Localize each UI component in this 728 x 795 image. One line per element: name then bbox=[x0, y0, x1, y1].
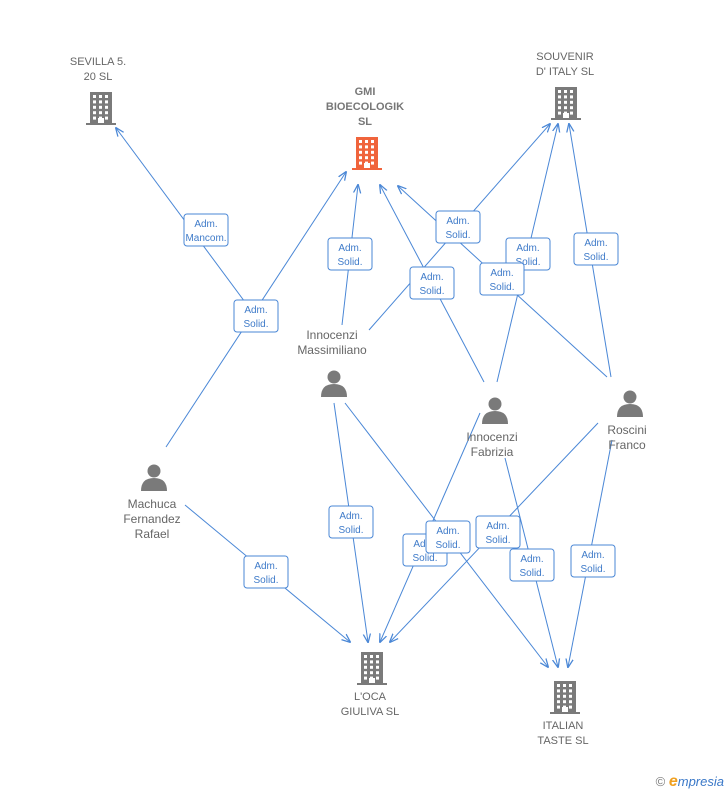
brand-watermark: © empresia bbox=[656, 773, 724, 791]
building-icon-souvenir[interactable] bbox=[551, 87, 581, 120]
edge-label-text: Adm.Solid. bbox=[485, 521, 510, 546]
edge-labels-layer: Adm.Mancom.Adm.Solid.Adm.Solid.Adm.Solid… bbox=[183, 210, 619, 589]
edge-label-text: Adm.Solid. bbox=[419, 272, 444, 297]
edge-label-text: Adm.Solid. bbox=[580, 550, 605, 575]
edge-label-text: Adm.Solid. bbox=[445, 216, 470, 241]
edge-label-fabrizia-gmi[interactable]: Adm.Solid. bbox=[409, 266, 455, 300]
edge-label-roscini-gmi[interactable]: Adm.Solid. bbox=[479, 262, 525, 296]
edge-label-massimiliano-italian[interactable]: Adm.Solid. bbox=[425, 520, 471, 554]
edge-label-text: Adm.Solid. bbox=[435, 526, 460, 551]
edge-label-roscini-italian[interactable]: Adm.Solid. bbox=[570, 544, 616, 578]
edge-label-massimiliano-loca[interactable]: Adm.Solid. bbox=[328, 505, 374, 539]
edge-label-text: Adm.Solid. bbox=[489, 268, 514, 293]
person-icon-machuca[interactable] bbox=[141, 464, 167, 492]
edge-label-fabrizia-souvenir[interactable]: Adm.Solid. bbox=[505, 237, 551, 271]
edge-label-fabrizia-italian[interactable]: Adm.Solid. bbox=[509, 548, 555, 582]
edge-label-text: Adm.Solid. bbox=[583, 238, 608, 263]
edge-label-massimiliano-gmi[interactable]: Adm.Solid. bbox=[327, 237, 373, 271]
edge-label-roscini-souvenir[interactable]: Adm.Solid. bbox=[573, 232, 619, 266]
edge-label-text: Adm.Mancom. bbox=[185, 219, 226, 244]
edge-label-text: Adm.Solid. bbox=[519, 554, 544, 579]
edge-label-massimiliano-sevilla[interactable]: Adm.Mancom. bbox=[183, 213, 229, 247]
person-icon-massimiliano[interactable] bbox=[321, 370, 347, 398]
brand-logo-e: e bbox=[668, 773, 678, 790]
edge-label-text: Adm.Solid. bbox=[337, 243, 362, 268]
building-icon-italian[interactable] bbox=[550, 681, 580, 714]
edge-label-text: Adm.Solid. bbox=[243, 305, 268, 330]
edges-layer bbox=[116, 124, 613, 667]
edge-label-machuca-gmi[interactable]: Adm.Solid. bbox=[233, 299, 279, 333]
brand-logo-text: mpresia bbox=[677, 774, 724, 789]
building-icon-sevilla[interactable] bbox=[86, 92, 116, 125]
edge-label-text: Adm.Solid. bbox=[515, 243, 540, 268]
copyright-symbol: © bbox=[655, 774, 666, 789]
company-label-sevilla: SEVILLA 5.20 SL bbox=[70, 56, 126, 83]
edge-label-machuca-loca[interactable]: Adm.Solid. bbox=[243, 555, 289, 589]
edge-label-roscini-loca[interactable]: Adm.Solid. bbox=[475, 515, 521, 549]
person-icon-roscini[interactable] bbox=[617, 390, 643, 418]
edge-label-text: Adm.Solid. bbox=[338, 511, 363, 536]
edge-label-massimiliano-souvenir[interactable]: Adm.Solid. bbox=[435, 210, 481, 244]
building-icon-gmi[interactable] bbox=[352, 137, 382, 170]
edge-label-text: Adm.Solid. bbox=[412, 539, 437, 564]
building-icon-loca[interactable] bbox=[357, 652, 387, 685]
person-icon-fabrizia[interactable] bbox=[482, 397, 508, 425]
edge-label-text: Adm.Solid. bbox=[253, 561, 278, 586]
